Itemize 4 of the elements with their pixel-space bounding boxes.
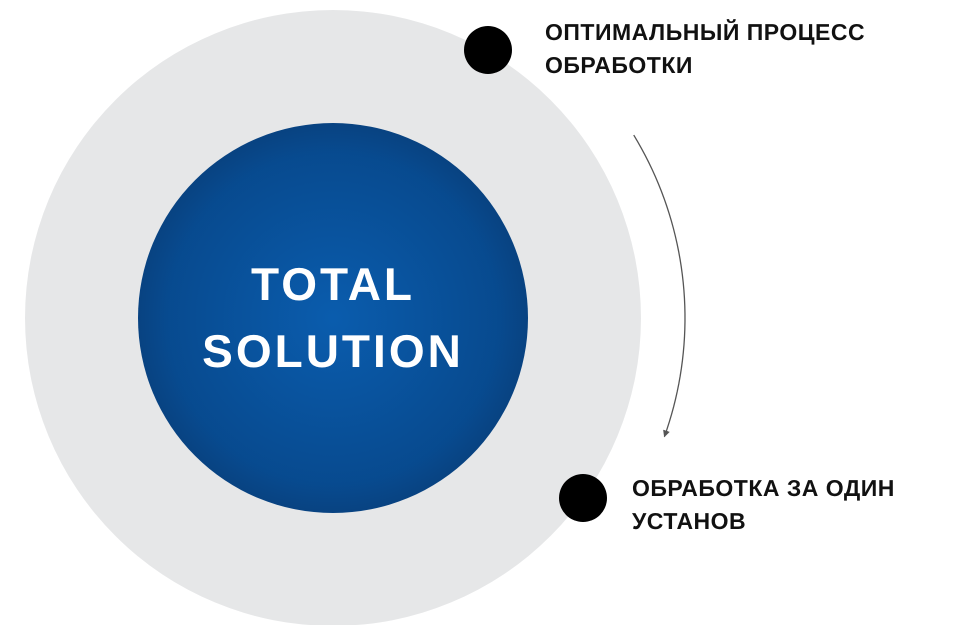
curved-arrow <box>633 134 686 438</box>
bullet-label: ОПТИМАЛЬНЫЙ ПРОЦЕСС ОБРАБОТКИ <box>545 18 866 80</box>
node-label: TOTAL SOLUTION <box>201 257 465 379</box>
bullet-label: ОБРАБОТКА ЗА ОДИН УСТАНОВ <box>632 474 896 536</box>
